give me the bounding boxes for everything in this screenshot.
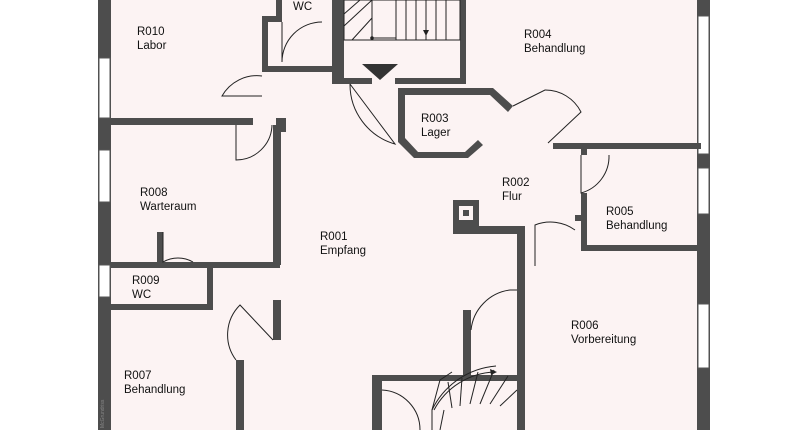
room-r009-name: WC (132, 289, 151, 301)
room-r006-id: R006 (571, 320, 599, 332)
door-swing (235, 124, 273, 161)
window (98, 149, 111, 203)
window (697, 167, 710, 215)
room-r008-id: R008 (140, 187, 168, 199)
upper-staircase (343, 0, 461, 80)
room-r010-id: R010 (137, 26, 165, 38)
door-swing (281, 21, 323, 63)
direction-arrow-icon (362, 64, 398, 80)
room-labels: R010 Labor WC R004 Behandlung R003 Lager… (124, 1, 667, 396)
interior-walls (111, 0, 701, 430)
lower-staircase (431, 365, 518, 430)
doors (162, 21, 610, 430)
floor-area (106, 0, 706, 430)
door-swing (512, 89, 582, 144)
room-r001-name: Empfang (320, 245, 366, 257)
door-swing (221, 75, 263, 97)
door-swing (162, 232, 194, 263)
door-swing (534, 221, 576, 266)
window (98, 57, 111, 119)
windows (98, 15, 710, 369)
room-wc-top-name: WC (293, 1, 312, 13)
door-swing (470, 289, 517, 331)
window (98, 264, 111, 298)
room-r006-name: Vorbereitung (571, 334, 636, 346)
room-r001-id: R001 (320, 231, 348, 243)
room-r002-id: R002 (502, 177, 530, 189)
door-swing (227, 304, 274, 361)
door-swing (381, 389, 421, 430)
room-r003-id: R003 (421, 113, 449, 125)
room-r003-name: Lager (421, 127, 451, 139)
room-r007-name: Behandlung (124, 384, 185, 396)
window (697, 303, 710, 369)
room-r002-name: Flur (502, 191, 522, 203)
room-r005-id: R005 (606, 206, 634, 218)
room-r007-id: R007 (124, 370, 152, 382)
door-swing (349, 83, 397, 145)
room-r010-name: Labor (137, 40, 167, 52)
room-r004-id: R004 (524, 29, 552, 41)
room-r009-id: R009 (132, 275, 160, 287)
room-r008-name: Warteraum (140, 201, 196, 213)
door-swing (580, 154, 610, 194)
window (697, 15, 710, 155)
room-r004-name: Behandlung (524, 43, 585, 55)
room-r005-name: Behandlung (606, 220, 667, 232)
credit-text: McGrundriss (100, 399, 106, 428)
